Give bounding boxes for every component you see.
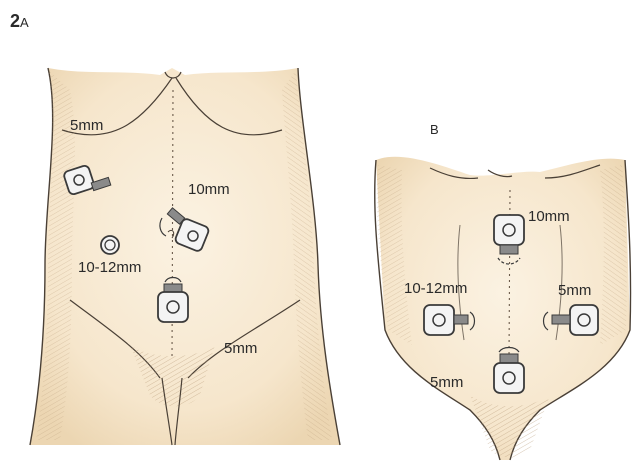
panel-b-letter: B <box>430 123 439 136</box>
panel-b-label-5mm-lower: 5mm <box>430 375 463 390</box>
panel-a-letter: A <box>20 15 29 30</box>
panel-a-label-10-12mm: 10-12mm <box>78 260 141 275</box>
panel-b-label-5mm-right: 5mm <box>558 283 591 298</box>
panel-a-label-5mm-upper: 5mm <box>70 118 103 133</box>
panel-a-label-5mm-lower: 5mm <box>224 341 257 356</box>
panel-b-label-10-12mm: 10-12mm <box>404 281 467 296</box>
panel-a-port-10-12mm-ring <box>101 236 119 254</box>
panel-b-label-10mm: 10mm <box>528 209 570 224</box>
figure-number: 2A <box>10 12 29 30</box>
figure-number-digit: 2 <box>10 11 20 31</box>
panel-a-label-10mm: 10mm <box>188 182 230 197</box>
